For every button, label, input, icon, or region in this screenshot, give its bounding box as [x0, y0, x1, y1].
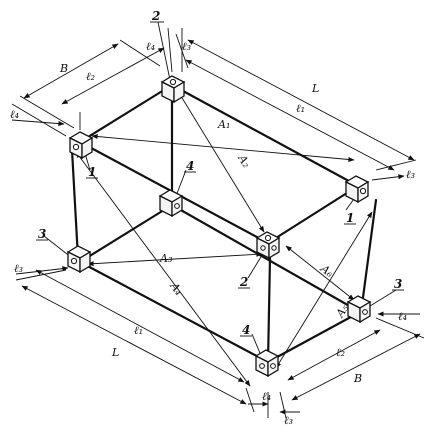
dim-L-bottom-line [21, 285, 247, 405]
diagonal-a4-label: A₄ [167, 279, 185, 297]
diagonal-a3-label: A₃ [159, 252, 172, 265]
dim-l2-top-line [61, 47, 165, 105]
node-bottom-front [254, 349, 280, 378]
dim-b-top-label: B [59, 62, 68, 75]
node-bottom-left [66, 245, 92, 274]
part-label-2-top: 2 [151, 9, 160, 23]
dim-L-top-line [187, 39, 415, 161]
dim-l2-bottom-line [287, 329, 381, 381]
diagonal-a5-line [275, 211, 373, 369]
dim-l3-right-label: ℓ₃ [406, 168, 415, 181]
node-bottom-right [346, 295, 372, 324]
part-label-2-front: 2 [239, 275, 248, 289]
part-label-1-left: 1 [88, 165, 96, 179]
part-label-4-bottom: 4 [242, 323, 250, 337]
dim-l1-bottom-line [35, 269, 245, 383]
dim-l3-left-label: ℓ₃ [14, 262, 23, 275]
part-label-3-right: 3 [394, 277, 402, 291]
node-blocks [66, 75, 372, 378]
dimension-labels: B ℓ₂ ℓ₄ ℓ₄ ℓ₃ L ℓ₁ ℓ₃ ℓ₃ ℓ₁ L ℓ₂ B ℓ₄ ℓ₄… [10, 40, 415, 427]
dim-l4-top-label: ℓ₄ [146, 40, 155, 53]
part-label-1-right: 1 [346, 211, 354, 225]
dim-l3-top-label: ℓ₃ [182, 40, 191, 53]
node-top-left [68, 131, 94, 160]
diagonal-a1-label: A₁ [217, 118, 230, 131]
dim-l4-right-label: ℓ₄ [398, 310, 407, 323]
dim-l1-bottom-label: ℓ₁ [134, 324, 143, 337]
dim-l1-top-line [185, 59, 395, 171]
dim-l2-top-label: ℓ₂ [86, 70, 95, 83]
dim-b-top-line [23, 43, 119, 99]
dim-L-bottom-label: L [111, 346, 119, 359]
diagonal-a2-label: A₂ [235, 152, 253, 170]
dimension-lines [11, 27, 425, 419]
dim-l3-bottom-label: ℓ₃ [284, 414, 293, 427]
dim-l3-right-line [371, 174, 405, 181]
dim-l4-left-label: ℓ₄ [10, 108, 19, 121]
part-labels: 2 1 4 1 3 2 3 4 [36, 9, 404, 337]
diagonal-a6-label: A₆ [317, 262, 336, 281]
diagonal-a1-line [91, 134, 355, 162]
diagonal-a3-line [87, 251, 263, 267]
node-top-back [160, 75, 186, 104]
part-label-3-left: 3 [38, 227, 46, 241]
dim-l1-top-label: ℓ₁ [296, 102, 305, 115]
node-top-front [255, 231, 281, 260]
diagonal-a6-line [285, 245, 355, 301]
dim-l4-left-line [11, 119, 65, 127]
diagonal-labels: A₁ A₂ A₃ A₄ A₅ A₆ [159, 118, 351, 320]
part-label-4-mid: 4 [186, 159, 194, 173]
node-bottom-back [158, 189, 184, 218]
dim-l4-bottom-label: ℓ₄ [262, 390, 271, 403]
dim-L-top-label: L [311, 82, 319, 95]
dim-l2-bottom-label: ℓ₂ [336, 346, 345, 359]
node-top-right [344, 175, 370, 204]
dim-b-bottom-label: B [353, 372, 362, 385]
